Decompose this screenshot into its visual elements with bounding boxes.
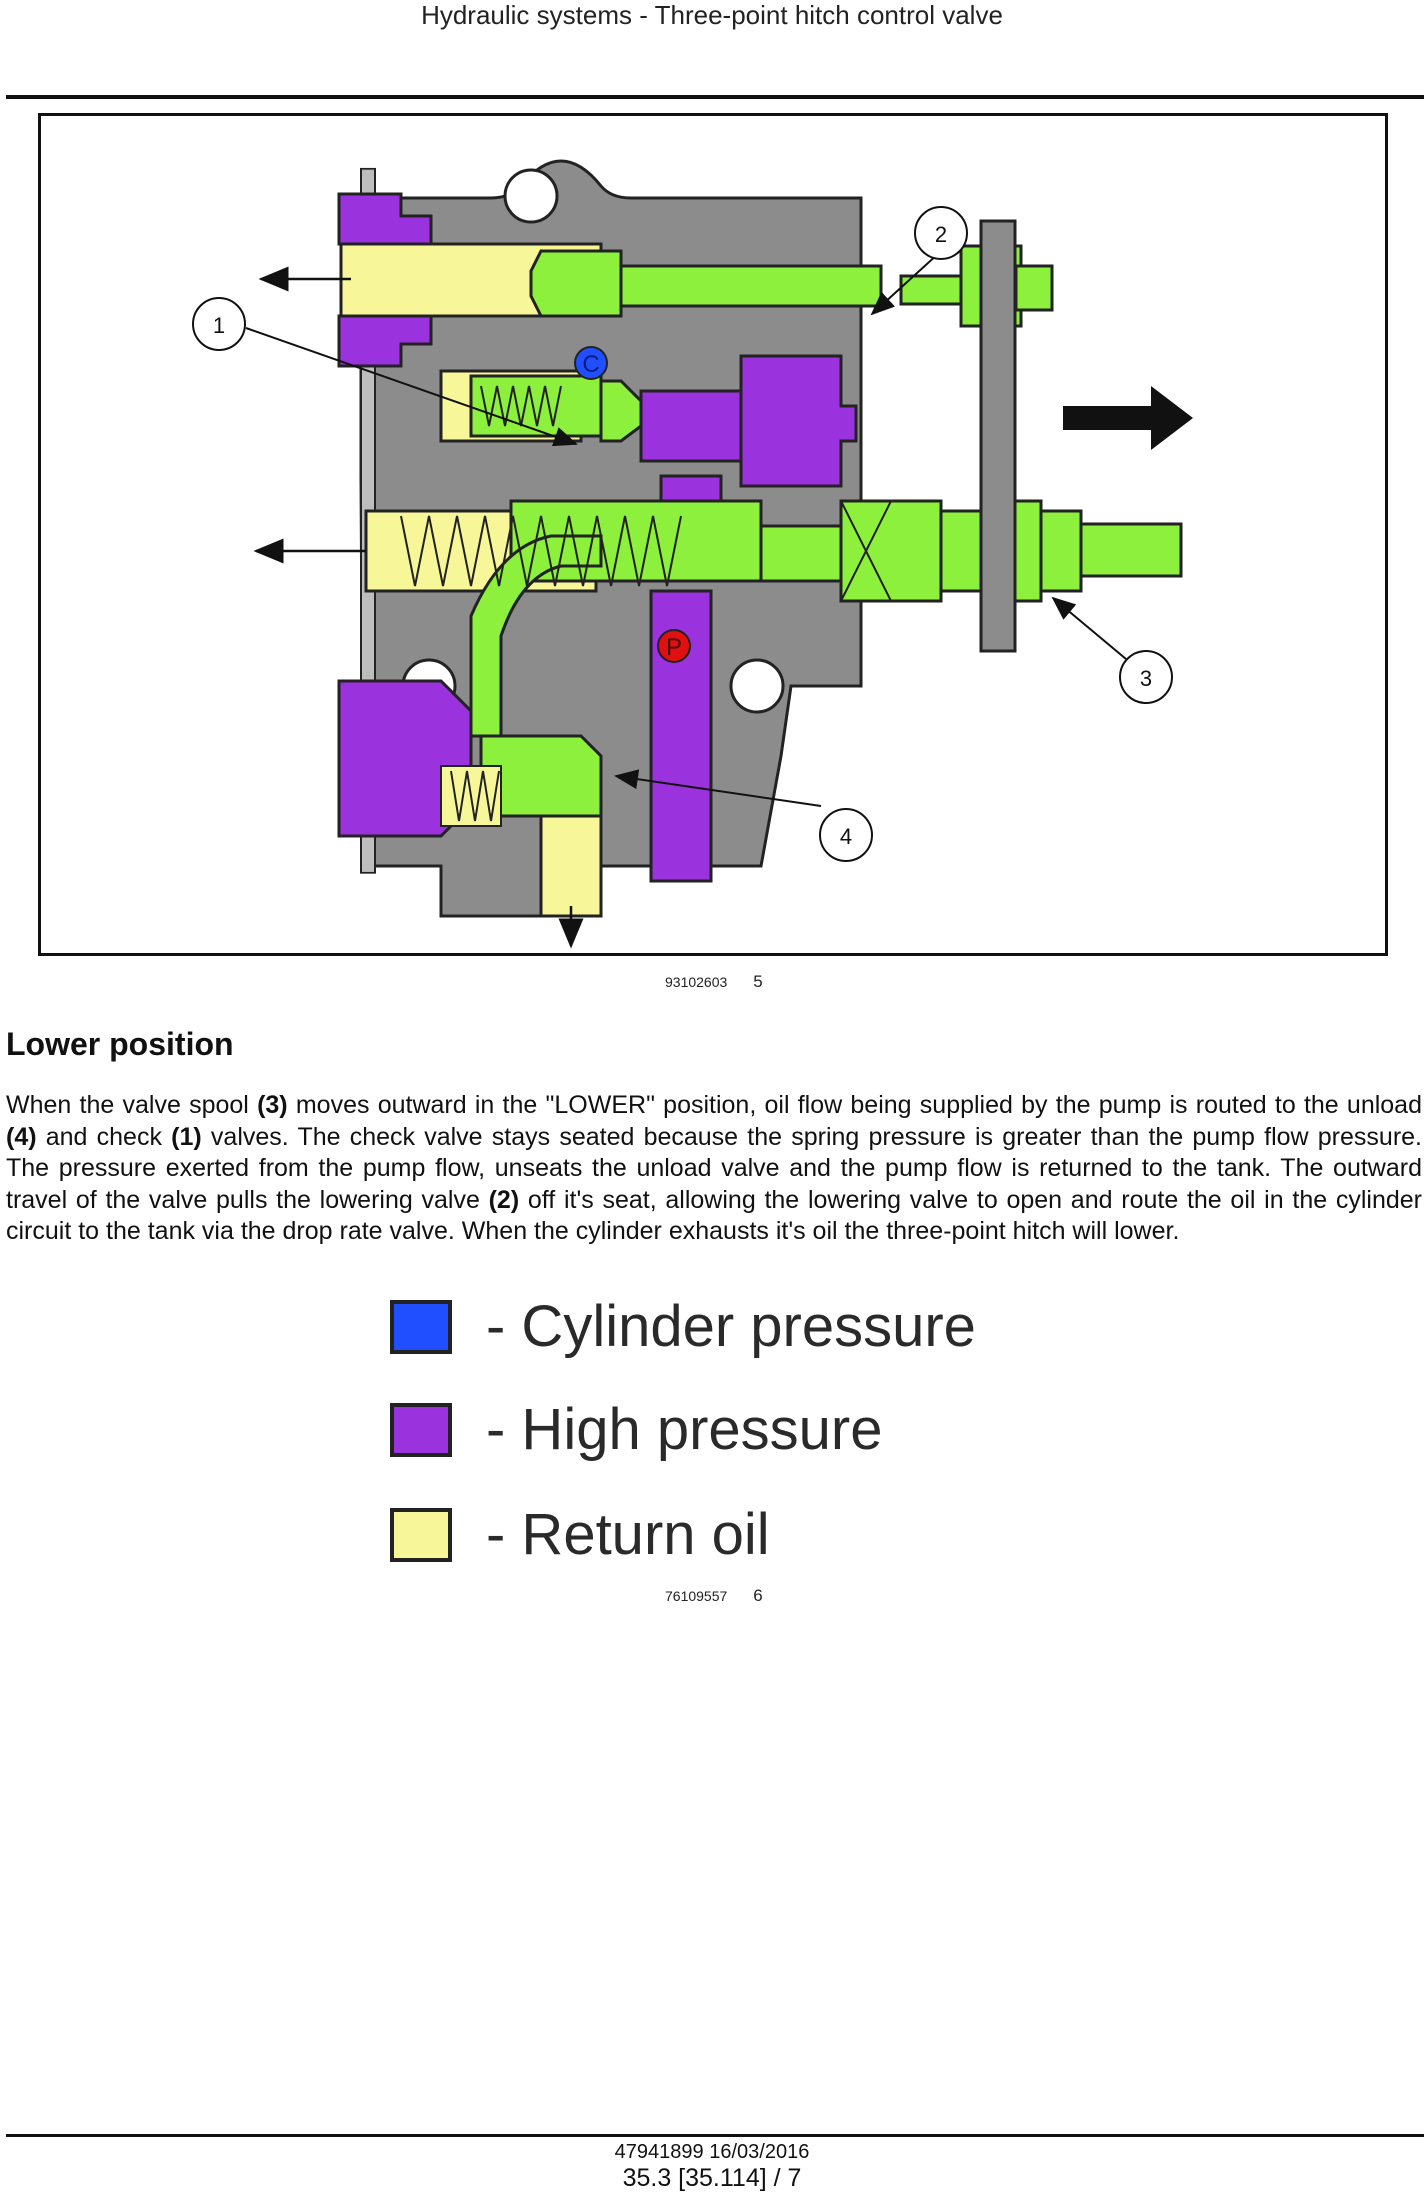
- legend-item-high-pressure: - High pressure: [390, 1399, 1090, 1463]
- valve-cross-section-illustration: C P 1 2 3 4: [192, 159, 1193, 949]
- page-header: Hydraulic systems - Three-point hitch co…: [421, 0, 1003, 30]
- footer-doc-number: 47941899 16/03/2016: [614, 2141, 810, 2163]
- legend-item-return-oil: - Return oil: [390, 1504, 1090, 1568]
- valve-diagram-figure: C P 1 2 3 4: [38, 113, 1388, 956]
- legend-label-cylinder: - Cylinder pressure: [486, 1294, 976, 1359]
- legend-swatch-cylinder: [390, 1300, 452, 1354]
- footer-page-number: 35.3 [35.114] / 7: [622, 2164, 802, 2192]
- footer-divider: [6, 2134, 1424, 2137]
- legend-label-return: - Return oil: [486, 1502, 770, 1567]
- callout-1: 1: [192, 297, 246, 351]
- legend-label-high: - High pressure: [486, 1397, 883, 1462]
- legend-item-cylinder-pressure: - Cylinder pressure: [390, 1296, 1090, 1360]
- section-heading: Lower position: [6, 1026, 234, 1062]
- figure1-caption-number: 5: [753, 972, 763, 991]
- callout-3: 3: [1119, 650, 1173, 704]
- svg-text:P: P: [666, 634, 682, 661]
- callout-4: 4: [819, 808, 873, 862]
- legend-swatch-return: [390, 1508, 452, 1562]
- figure2-caption-number: 6: [753, 1586, 763, 1605]
- figure2-caption-id: 76109557: [665, 1588, 728, 1604]
- pressure-port-badge: P: [657, 629, 691, 663]
- header-divider: [6, 95, 1424, 99]
- svg-text:4: 4: [840, 824, 852, 849]
- figure1-caption: 93102603 5: [665, 972, 763, 992]
- callout-2: 2: [914, 206, 968, 260]
- svg-text:2: 2: [935, 222, 947, 247]
- svg-text:C: C: [582, 351, 599, 378]
- figure1-caption-id: 93102603: [665, 974, 728, 990]
- svg-text:1: 1: [213, 313, 225, 338]
- cylinder-port-badge: C: [574, 346, 608, 380]
- svg-text:3: 3: [1140, 666, 1152, 691]
- figure2-caption: 76109557 6: [665, 1586, 763, 1606]
- legend-swatch-high: [390, 1403, 452, 1457]
- body-paragraph: When the valve spool (3) moves outward i…: [6, 1091, 1422, 1245]
